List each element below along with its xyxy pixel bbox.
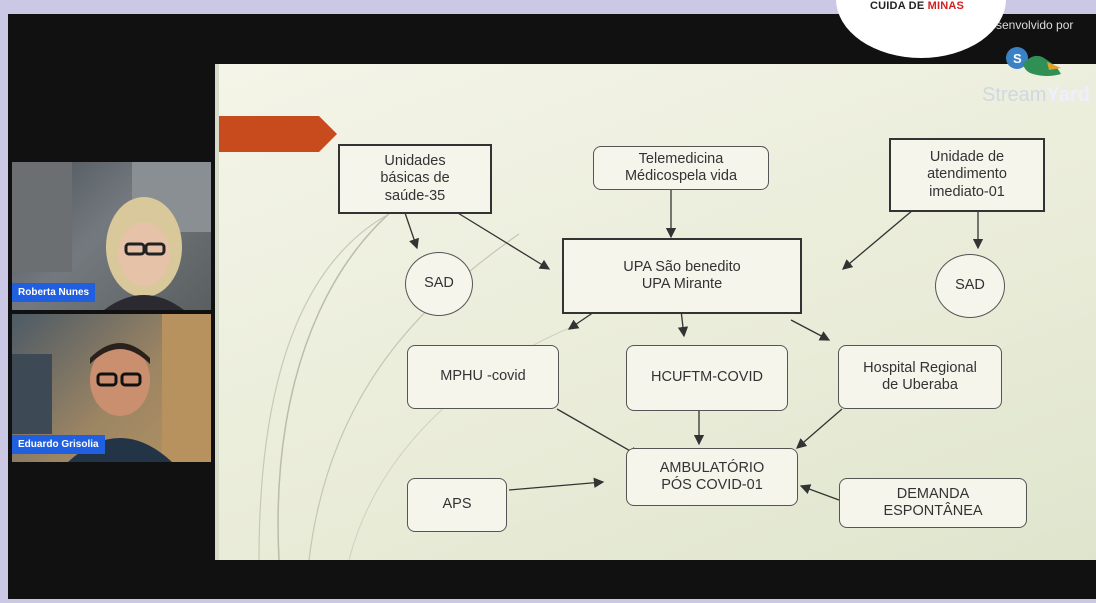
node-line: Hospital Regional (863, 359, 977, 376)
node-line: AMBULATÓRIO (659, 459, 765, 476)
node-label: SAD (955, 277, 985, 294)
streamyard-brand: StreamYard (982, 84, 1090, 107)
node-line: UPA Mirante (641, 276, 723, 292)
node-line: ESPONTÂNEA (883, 503, 983, 519)
node-label: SAD (424, 275, 454, 292)
developed-by-label: senvolvido por (996, 18, 1074, 32)
participant-video-eduardo[interactable]: Eduardo Grisolia (12, 314, 211, 462)
node-line: Telemedicina (638, 150, 724, 167)
brand-bold: Yard (1046, 84, 1090, 106)
badge-prefix: CUIDA DE (870, 0, 928, 12)
node-line: Unidade de (929, 148, 1005, 165)
window-frame-top (0, 0, 1096, 14)
participant-silhouette (12, 314, 211, 462)
node-line: imediato-01 (929, 183, 1005, 200)
badge-text: CUIDA DE MINAS (870, 0, 964, 12)
slide-arrow-decoration (219, 116, 337, 152)
node-line: DEMANDA (896, 485, 970, 502)
svg-text:S: S (1013, 51, 1022, 66)
brand-light: Stream (982, 84, 1047, 106)
node-line: Unidades (384, 152, 446, 169)
badge-highlight: MINAS (927, 0, 965, 12)
node-label: MPHU -covid (440, 368, 526, 385)
node-hcuftm: HCUFTM-COVID (626, 345, 788, 411)
node-line: Médicospela vida (624, 168, 738, 184)
participant-video-roberta[interactable]: Roberta Nunes (12, 162, 211, 310)
node-aps: APS (407, 478, 507, 532)
window-frame-bottom (0, 599, 1096, 603)
node-mphu: MPHU -covid (407, 345, 559, 409)
participant-name-tag: Roberta Nunes (12, 283, 96, 302)
streamyard-duck-icon: S (1006, 47, 1061, 76)
node-line: de Uberaba (882, 377, 958, 393)
node-label: HCUFTM-COVID (651, 369, 763, 386)
node-line: saúde-35 (384, 187, 446, 204)
window-frame-left (0, 0, 8, 603)
node-sad-left: SAD (405, 252, 473, 316)
flow-connectors (403, 190, 984, 501)
node-label: APS (442, 496, 472, 513)
node-line: UPA São benedito (623, 258, 741, 275)
slide-decorative-lines (258, 173, 580, 560)
participant-name-tag: Eduardo Grisolia (12, 435, 105, 454)
participant-silhouette (12, 162, 211, 310)
node-line: atendimento (927, 166, 1007, 183)
node-line: básicas de (380, 170, 450, 187)
node-sad-right: SAD (935, 254, 1005, 318)
node-line: PÓS COVID-01 (661, 477, 763, 493)
